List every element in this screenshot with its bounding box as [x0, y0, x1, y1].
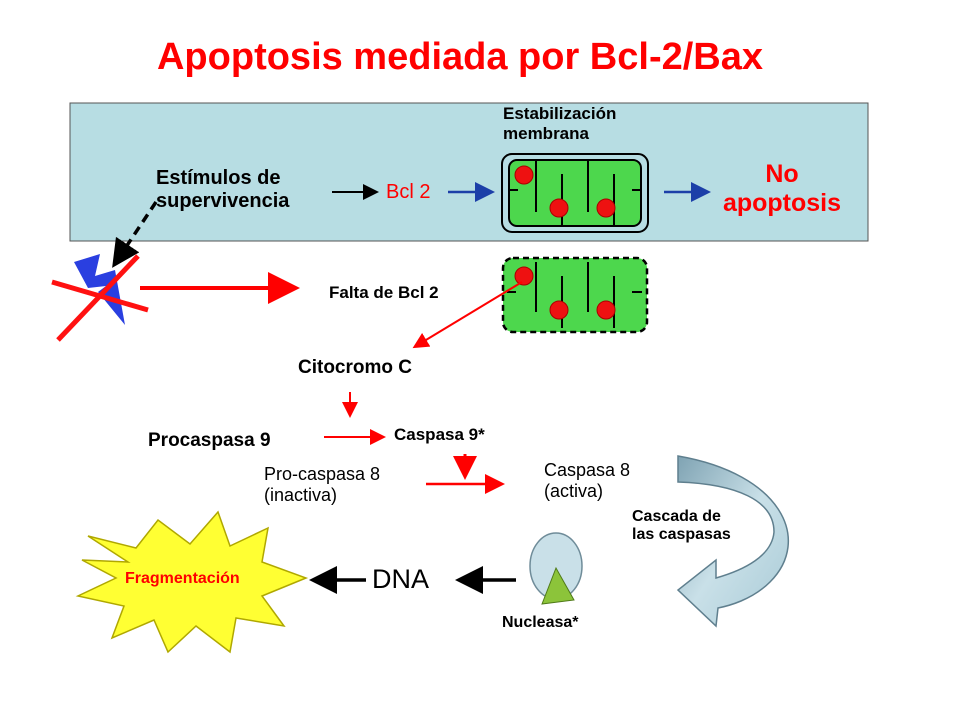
- fragmentation-starburst: [75, 510, 309, 654]
- cascade-label: Cascada de las caspasas: [632, 508, 731, 544]
- lack-bcl2-label: Falta de Bcl 2: [329, 283, 439, 302]
- arrow-dashed-loss: [112, 201, 158, 268]
- arrow-membrane-cytochrome: [412, 281, 523, 349]
- fragmentation-label: Fragmentación: [125, 570, 240, 587]
- cytochrome-label: Citocromo C: [298, 357, 412, 378]
- no-apoptosis-label: No apoptosis: [722, 160, 842, 217]
- bcl2-label: Bcl 2: [386, 181, 431, 203]
- blocked-stimulus-icon: [51, 254, 149, 342]
- caspase9-label: Caspasa 9*: [394, 425, 485, 444]
- stimuli-label: Estímulos de supervivencia: [156, 167, 290, 212]
- procaspase9-label: Procaspasa 9: [148, 430, 271, 451]
- nuclease-label: Nucleasa*: [502, 614, 579, 631]
- stable-membrane: [501, 153, 649, 233]
- cascade-curved-arrow: [676, 455, 789, 628]
- page-title: Apoptosis mediada por Bcl-2/Bax: [156, 36, 763, 78]
- survival-panel: [69, 102, 869, 242]
- procaspase8-label: Pro-caspasa 8 (inactiva): [264, 464, 381, 505]
- caspase8-label: Caspasa 8 (activa): [544, 460, 631, 501]
- unstable-membrane: [501, 256, 649, 334]
- nuclease-icon: [529, 532, 583, 605]
- dna-label: DNA: [372, 564, 430, 594]
- membrane-label: Estabilización membrana: [503, 104, 617, 143]
